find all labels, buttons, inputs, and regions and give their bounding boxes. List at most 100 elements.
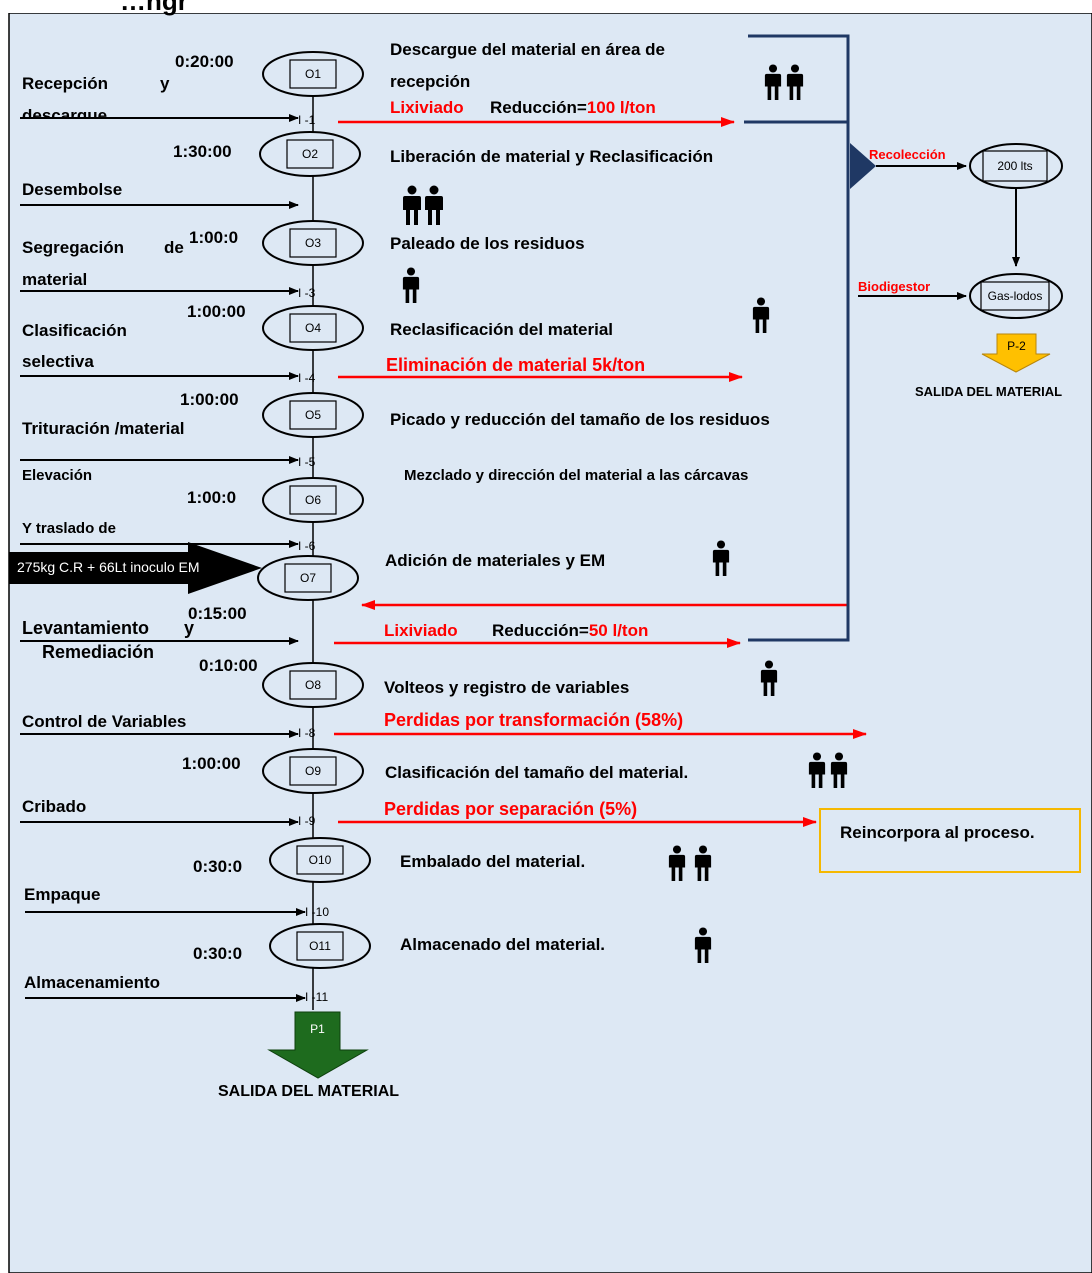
input-label-levantamiento-y: y	[184, 618, 195, 638]
input-label-control: Control de Variables	[22, 712, 187, 731]
loss-label-lixiviado-1: Lixiviado	[390, 98, 464, 117]
input-label-trituracion: Trituración /material	[22, 419, 185, 438]
desc-O1-line1: Descargue del material en área de	[390, 40, 665, 59]
operation-O1	[262, 51, 364, 97]
operation-O6	[262, 477, 364, 523]
reduccion-prefix-2: Reducción=	[492, 621, 589, 640]
desc-O3: Paleado de los residuos	[390, 234, 585, 253]
loss-label-reduccion-1: Reducción=100 l/ton	[490, 98, 656, 118]
desc-O6: Mezclado y dirección del material a las …	[404, 467, 749, 484]
op-id-O8: O8	[304, 678, 321, 692]
reduccion-value-2: 50 l/ton	[588, 621, 649, 640]
input-label-elevacion: Elevación	[22, 467, 93, 484]
salida-material-1: SALIDA DEL MATERIAL	[218, 1083, 400, 1100]
desc-O5: Picado y reducción del tamaño de los res…	[390, 410, 770, 429]
input-label-segregacion: Segregación	[22, 238, 125, 257]
input-label-material: material	[22, 270, 88, 289]
operation-O9	[262, 748, 364, 794]
operation-O3	[262, 220, 364, 266]
op-id-O1: O1	[304, 67, 321, 81]
reincorpora-label: Reincorpora al proceso.	[840, 823, 1035, 842]
operation-O10	[269, 837, 371, 883]
op-id-O10: O10	[308, 853, 332, 867]
reduccion-value-1: 100 l/ton	[586, 98, 656, 117]
time-O8: 0:10:00	[199, 656, 258, 675]
inspection-I1: I -1	[298, 113, 316, 127]
bracket-triangle	[850, 143, 876, 189]
inspection-I3: I -3	[298, 286, 316, 300]
input-label-cribado: Cribado	[22, 797, 87, 816]
time-O10: 0:30:0	[193, 857, 243, 876]
inspection-I10: I -10	[305, 905, 330, 919]
loss-label-eliminacion: Eliminación de material 5k/ton	[386, 355, 646, 375]
input-label-levantamiento: Levantamiento	[22, 618, 150, 638]
time-O2: 1:30:00	[173, 142, 232, 161]
time-O4: 1:00:00	[187, 302, 246, 321]
inspection-I5: I -5	[298, 455, 316, 469]
input-label-almacenamiento: Almacenamiento	[24, 973, 161, 992]
desc-O1-line2: recepción	[390, 72, 471, 91]
operation-O4	[262, 305, 364, 351]
inspection-I8: I -8	[298, 726, 316, 740]
inspection-I6: I -6	[298, 539, 316, 553]
input-label-remediacion: Remediación	[42, 642, 155, 662]
label-recoleccion: Recolección	[869, 147, 946, 162]
op-id-O3: O3	[304, 236, 321, 250]
time-O3: 1:00:0	[189, 228, 239, 247]
loss-label-lixiviado-2: Lixiviado	[384, 621, 458, 640]
time-O1: 0:20:00	[175, 52, 234, 71]
desc-O8: Volteos y registro de variables	[384, 678, 630, 697]
input-label-clasificacion: Clasificación	[22, 321, 127, 340]
p2-label: P-2	[1007, 339, 1026, 353]
loss-label-separacion: Perdidas por separación (5%)	[384, 799, 638, 819]
operation-O5	[262, 392, 364, 438]
salida-material-2: SALIDA DEL MATERIAL	[915, 384, 1063, 399]
time-O9: 1:00:00	[182, 754, 241, 773]
op-id-O11: O11	[309, 939, 331, 953]
dark-input-label: 275kg C.R + 66Lt inoculo EM	[17, 559, 200, 575]
op-id-O7: O7	[299, 571, 316, 585]
input-label-empaque: Empaque	[24, 885, 101, 904]
reduccion-prefix-1: Reducción=	[490, 98, 587, 117]
inspection-I4: I -4	[298, 371, 316, 385]
operation-O11	[269, 923, 371, 969]
reincorpora-box: Reincorpora al proceso.	[819, 808, 1081, 873]
lixiviado-collector-bracket	[748, 34, 850, 642]
inspection-I11: I -11	[305, 990, 329, 1004]
desc-O11: Almacenado del material.	[400, 935, 606, 954]
loss-label-transformacion: Perdidas por transformación (58%)	[384, 710, 684, 730]
p2-output-arrow	[981, 333, 1051, 373]
time-O5: 1:00:00	[180, 390, 239, 409]
p1-label: P1	[310, 1022, 325, 1036]
op-id-O5: O5	[304, 408, 321, 422]
input-label-recepcion-y: y	[160, 74, 170, 93]
tank-label: 200 lts	[997, 159, 1033, 173]
desc-O10: Embalado del material.	[400, 852, 586, 871]
input-label-desembolse: Desembolse	[22, 180, 123, 199]
gas-lodos-node	[969, 273, 1063, 319]
dark-input-arrow	[9, 542, 262, 594]
input-label-recepcion: Recepción	[22, 74, 108, 93]
desc-O7: Adición de materiales y EM	[385, 551, 606, 570]
operation-O8	[262, 662, 364, 708]
op-id-O6: O6	[304, 493, 321, 507]
time-O11: 0:30:0	[193, 944, 243, 963]
op-id-O2: O2	[301, 147, 318, 161]
loss-label-reduccion-2: Reducción=50 l/ton	[492, 621, 648, 641]
input-label-segregacion-de: de	[164, 238, 184, 257]
input-label-descargue: descargue	[22, 106, 108, 118]
desc-O2: Liberación de material y Reclasificación	[390, 147, 714, 166]
op-id-O9: O9	[304, 764, 321, 778]
input-label-selectiva: selectiva	[22, 352, 94, 371]
inspection-I9: I -9	[298, 814, 316, 828]
operation-O2	[259, 131, 361, 177]
gas-lodos-label: Gas-lodos	[987, 289, 1043, 303]
page-title-fragment: …ngr	[120, 0, 188, 16]
label-biodigestor: Biodigestor	[858, 279, 931, 294]
desc-O9: Clasificación del tamaño del material.	[385, 763, 689, 782]
p1-output-arrow	[267, 1011, 369, 1079]
op-id-O4: O4	[304, 321, 321, 335]
time-O7: 0:15:00	[188, 604, 247, 623]
input-label-traslado: Y traslado de	[22, 520, 116, 537]
